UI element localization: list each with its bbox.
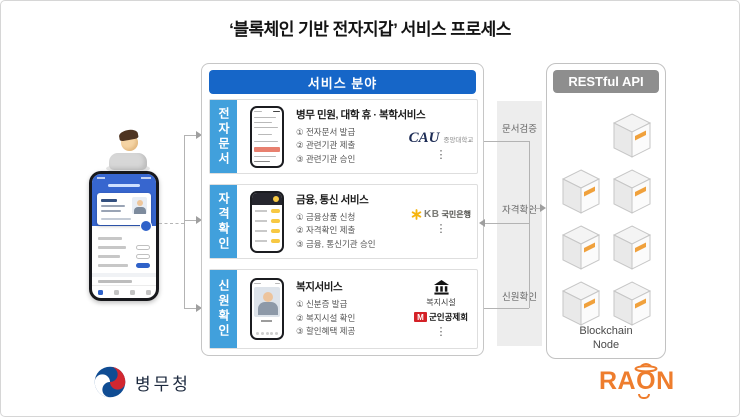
- idcard-phone-mockup: [250, 278, 284, 340]
- label-eligibility-verification: 자격확인: [502, 205, 537, 216]
- row3-title: 복지서비스: [296, 281, 343, 294]
- blockchain-server-icon: [561, 168, 601, 215]
- row1-step2: ② 관련기관 제출: [296, 140, 356, 151]
- more-ellipsis: ⋮: [435, 148, 447, 161]
- mma-agency-logo: 병무청: [93, 365, 191, 399]
- kb-star-icon: [411, 208, 422, 220]
- finance-phone-mockup: [250, 190, 284, 253]
- arrow-into-row2: [196, 216, 202, 224]
- blockchain-server-icon: [612, 168, 652, 215]
- wallet-app-screen: [92, 174, 156, 298]
- blockchain-server-icon: [612, 224, 652, 271]
- welfare-facility-label: 복지시설: [426, 298, 456, 307]
- service-panel-header: 서비스 분야: [209, 70, 476, 94]
- label-identity-verification: 신원확인: [502, 292, 537, 303]
- blockchain-server-icon: [612, 112, 652, 159]
- row2-title: 금융, 통신 서비스: [296, 193, 369, 206]
- left-branch-line: [184, 135, 185, 308]
- row1-step3: ③ 관련기관 승인: [296, 153, 356, 164]
- qr-button: [140, 220, 152, 232]
- service-row-eligibility: 자격확인 금융, 통신 서비스 ① 금융상품 신청 ② 자격확인 제출 ③ 금융…: [209, 184, 478, 259]
- more-ellipsis: ⋮: [435, 326, 447, 338]
- arrow-back-to-services: [479, 219, 485, 227]
- right-branch-line: [529, 141, 530, 308]
- edocument-phone-mockup: [250, 105, 284, 168]
- tab-identity: 신원확인: [210, 270, 237, 348]
- arrow-into-row3: [196, 304, 202, 312]
- welfare-building-icon: [433, 280, 449, 295]
- label-document-verification: 문서검증: [502, 124, 537, 135]
- tab-edocument: 전자문서: [210, 100, 237, 173]
- row2-step1: ① 금융상품 신청: [296, 211, 356, 222]
- server-grid: [555, 112, 657, 327]
- page-title: ‘블록체인 기반 전자지갑’ 서비스 프로세스: [229, 20, 511, 39]
- kb-bank-logo: KB 국민은행: [411, 209, 471, 220]
- cau-logo: CAU 중앙대학교: [408, 129, 474, 146]
- blockchain-node-label: Blockchain Node: [579, 325, 633, 352]
- row3-step1: ① 신분증 발급: [296, 299, 348, 310]
- row1-title: 병무 민원, 대학 휴 · 복학서비스: [296, 108, 426, 121]
- blockchain-server-icon: [561, 280, 601, 327]
- more-ellipsis: ⋮: [435, 222, 447, 235]
- mmaa-logo: M 군인공제회: [413, 311, 468, 323]
- korea-gov-emblem-icon: [94, 366, 126, 398]
- row2-step3: ③ 금융, 통신기관 승인: [296, 238, 376, 249]
- arrow-into-api: [540, 204, 546, 212]
- phone-to-services-line: [159, 223, 184, 224]
- row2-step2: ② 자격확인 제출: [296, 225, 356, 236]
- service-areas-panel: 서비스 분야 전자문서 병무 민원, 대학 휴 ·: [201, 63, 484, 356]
- blockchain-server-icon: [612, 280, 652, 327]
- wallet-phone-mockup: [89, 171, 159, 301]
- raon-smile-icon: [638, 394, 651, 399]
- restful-api-panel: RESTful API Blockchain Node: [546, 63, 666, 359]
- row3-step3: ③ 할인혜택 제공: [296, 326, 356, 337]
- user-person-icon: [104, 128, 152, 174]
- id-photo: [132, 197, 147, 214]
- agency-name: 병무청: [135, 374, 191, 394]
- blockchain-server-icon: [561, 224, 601, 271]
- id-card: [97, 193, 151, 225]
- row3-step2: ② 복지시설 확인: [296, 312, 356, 323]
- api-panel-header: RESTful API: [553, 70, 659, 93]
- tab-eligibility: 자격확인: [210, 185, 237, 258]
- service-row-identity: 신원확인 복지서비스 ① 신분증 발급 ② 복지시설 확인 ③ 할인혜택 제공: [209, 269, 478, 349]
- arrow-into-row1: [196, 131, 202, 139]
- raon-hat-icon: [634, 363, 658, 372]
- row1-step1: ① 전자문서 발급: [296, 126, 356, 137]
- service-row-edocument: 전자문서 병무 민원, 대학 휴 · 복학서비스: [209, 99, 478, 174]
